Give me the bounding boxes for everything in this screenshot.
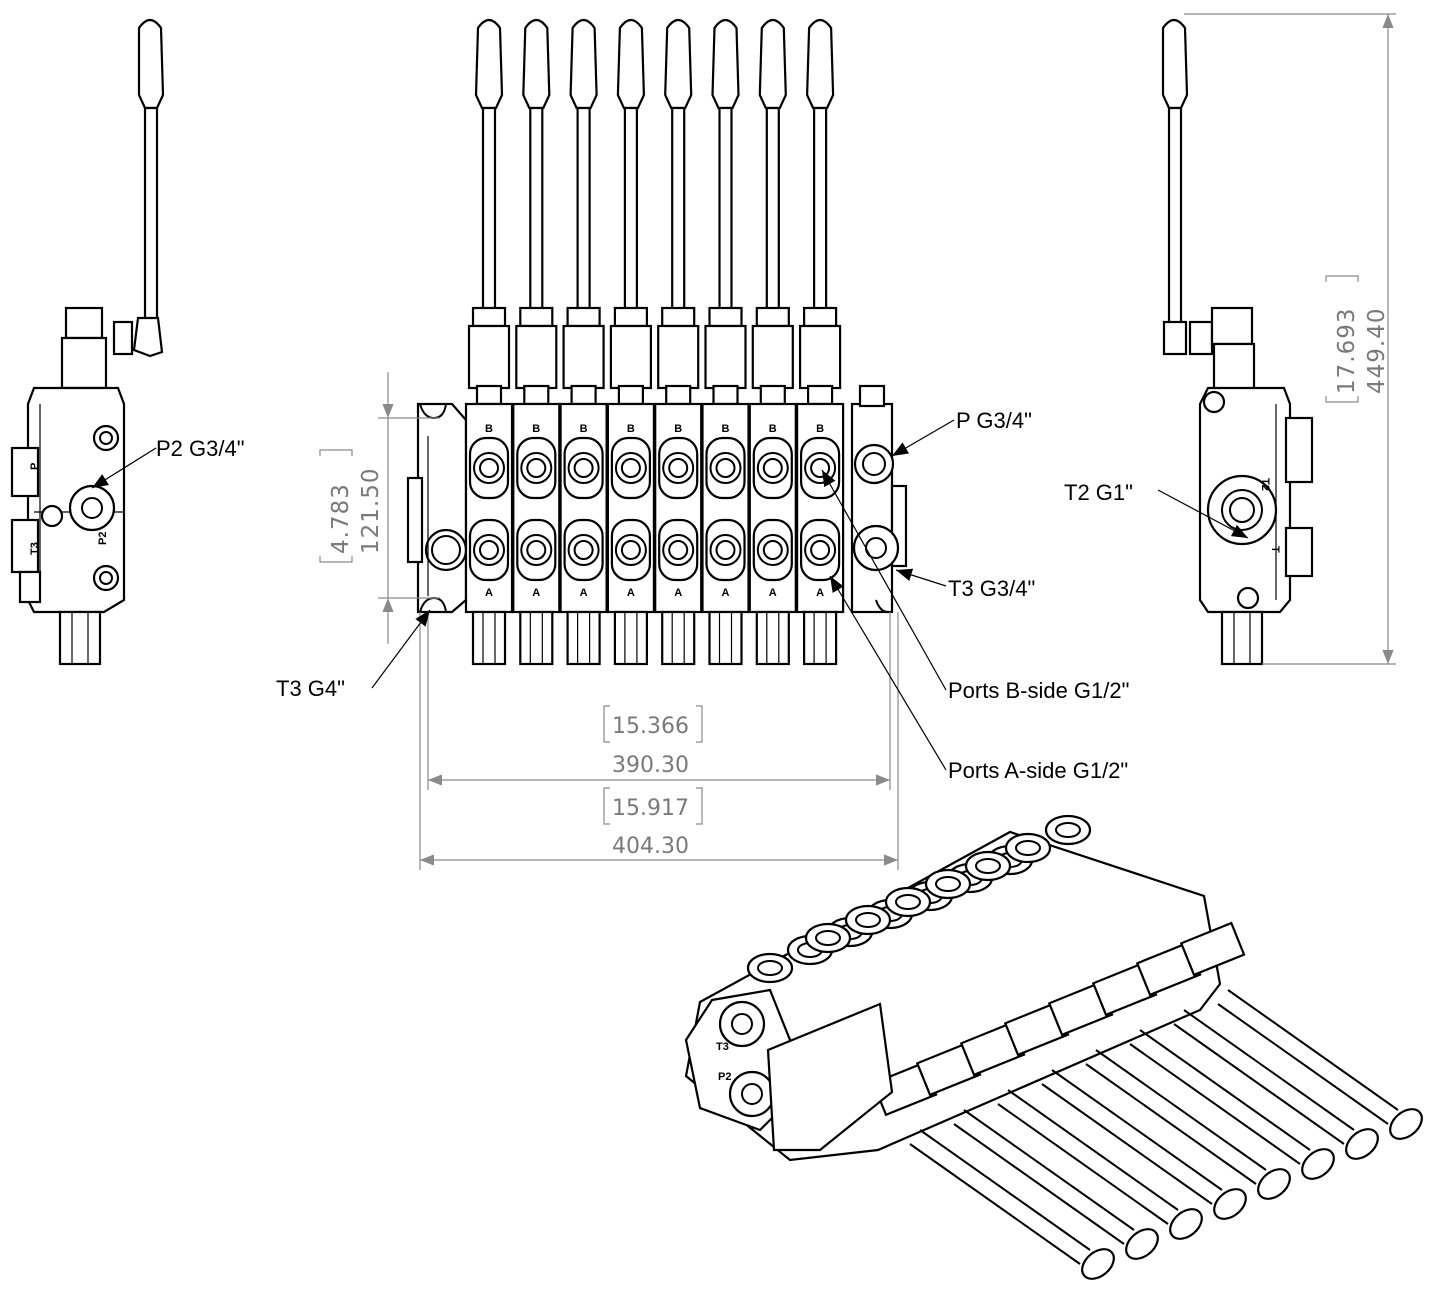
iso-lever — [1047, 981, 1291, 1200]
valve-section: BA — [512, 18, 561, 666]
callout-ports-b: Ports B-side G1/2" — [948, 678, 1129, 703]
right-side-view: T2 T — [1161, 18, 1396, 666]
callout-leaders — [91, 419, 1249, 771]
dim-width-outer-mm: 404.30 — [612, 834, 689, 859]
port-mark-a: A — [580, 587, 588, 599]
port-mark-a: A — [485, 587, 493, 599]
iso-port — [964, 850, 1012, 882]
port-mark-p2-iso: P2 — [718, 1071, 731, 1083]
port-mark-a: A — [769, 587, 777, 599]
dim-height-small-mm: 121.50 — [358, 468, 384, 554]
port-mark-b: B — [627, 423, 635, 435]
port-mark-b: B — [485, 423, 493, 435]
iso-port — [844, 904, 892, 936]
port-mark-t3-iso: T3 — [716, 1041, 729, 1053]
port-mark-a: A — [674, 587, 682, 599]
port-mark-t3-left: T3 — [29, 542, 41, 555]
port-mark-b: B — [580, 423, 588, 435]
port-mark-b: B — [722, 423, 730, 435]
valve-section: BA — [795, 18, 845, 666]
valve-section: BA — [464, 18, 514, 666]
dimension-lines — [319, 13, 1396, 870]
port-mark-a: A — [722, 587, 730, 599]
iso-lever — [1135, 941, 1379, 1160]
dim-height-total-mm: 449.40 — [1364, 308, 1390, 394]
iso-lever — [1091, 961, 1335, 1180]
dim-width-inner-mm: 390.30 — [612, 753, 689, 778]
port-mark-b: B — [769, 423, 777, 435]
port-mark-a: A — [532, 587, 540, 599]
valve-section: BA — [748, 18, 797, 666]
iso-lever — [959, 1021, 1203, 1240]
valve-section: BA — [559, 18, 608, 666]
port-mark-p2: P2 — [97, 532, 109, 545]
valve-section: BA — [654, 18, 703, 666]
port-mark-b: B — [674, 423, 682, 435]
iso-port — [804, 922, 852, 954]
callout-t3-large: T3 G4" — [276, 676, 345, 701]
callout-p: P G3/4" — [956, 408, 1032, 433]
dimension-texts: 15.366 390.30 15.917 404.30 4.783 121.50… — [328, 308, 1390, 859]
callout-t2: T2 G1" — [1064, 480, 1133, 505]
iso-port — [924, 868, 972, 900]
port-mark-b: B — [816, 423, 824, 435]
dim-width-outer-in: 15.917 — [612, 796, 689, 821]
callout-ports-a: Ports A-side G1/2" — [948, 758, 1128, 783]
left-side-view: P P2 T3 — [10, 18, 165, 666]
port-mark-p-left: P — [29, 463, 41, 470]
port-mark-a: A — [627, 587, 635, 599]
dim-width-inner-in: 15.366 — [612, 714, 689, 739]
port-mark-t2: T2 — [1259, 478, 1271, 491]
dim-height-small-in: 4.783 — [328, 483, 354, 554]
iso-port — [746, 952, 794, 984]
valve-section: BA — [701, 18, 750, 666]
callout-t3-small: T3 G3/4" — [948, 576, 1035, 601]
port-mark-a: A — [816, 587, 824, 599]
port-mark-t-right: T — [1269, 546, 1281, 553]
port-mark-b: B — [532, 423, 540, 435]
iso-port — [1004, 832, 1052, 864]
isometric-view: T3 P2 — [684, 814, 1423, 1280]
iso-port — [1044, 814, 1092, 846]
iso-lever — [915, 1041, 1159, 1260]
dim-height-total-in: 17.693 — [1334, 308, 1360, 394]
valve-section: BA — [606, 18, 656, 666]
callout-p2: P2 G3/4" — [156, 436, 245, 461]
iso-lever — [1179, 921, 1423, 1140]
iso-port — [884, 886, 932, 918]
callout-labels: P2 G3/4" P G3/4" T2 G1" T3 G3/4" T3 G4" … — [156, 408, 1133, 783]
